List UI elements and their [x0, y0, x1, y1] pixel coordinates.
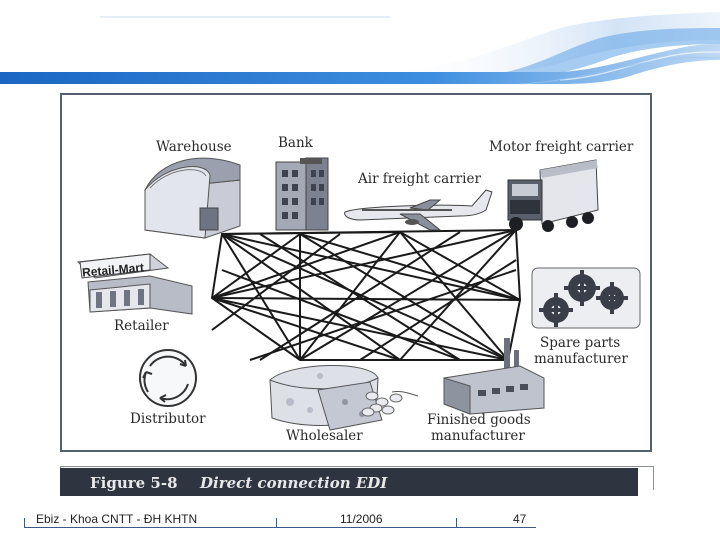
connection-mesh [210, 228, 522, 361]
air-freight-carrier-label: Air freight carrier [358, 171, 481, 187]
retailer-label: Retailer [114, 318, 169, 334]
header-banner [0, 12, 720, 85]
footer-page-number: 47 [513, 512, 527, 526]
warehouse-label: Warehouse [156, 139, 232, 155]
spare-parts-label-line2: manufacturer [534, 351, 628, 367]
warehouse-icon [144, 157, 241, 239]
spare-parts-label-line1: Spare parts [540, 335, 621, 351]
finished-goods-label-line1: Finished goods [427, 412, 531, 428]
retailer-store-icon [76, 253, 193, 315]
bank-icon [275, 157, 329, 231]
truck-icon [507, 159, 599, 232]
caption-bar [60, 468, 638, 496]
footer-rule [24, 527, 536, 528]
bank-label: Bank [278, 135, 313, 151]
footer-tick-left [24, 518, 25, 528]
distributor-cycle-icon [139, 349, 197, 407]
motor-freight-carrier-label: Motor freight carrier [489, 139, 634, 155]
distributor-label: Distributor [130, 411, 206, 427]
footer-tick-mid [276, 518, 277, 528]
factory-icon [443, 338, 545, 415]
footer-tick-right [456, 518, 457, 528]
gears-icon [531, 267, 641, 329]
wholesaler-label: Wholesaler [286, 428, 363, 444]
figure-title: Direct connection EDI [200, 474, 388, 492]
footer-course: Ebiz - Khoa CNTT - ĐH KHTN [36, 512, 198, 526]
finished-goods-label-line2: manufacturer [431, 428, 525, 444]
airplane-icon [344, 189, 493, 231]
figure-number: Figure 5-8 [90, 474, 178, 492]
footer-date: 11/2006 [340, 512, 383, 526]
wholesaler-goods-icon [269, 365, 419, 431]
